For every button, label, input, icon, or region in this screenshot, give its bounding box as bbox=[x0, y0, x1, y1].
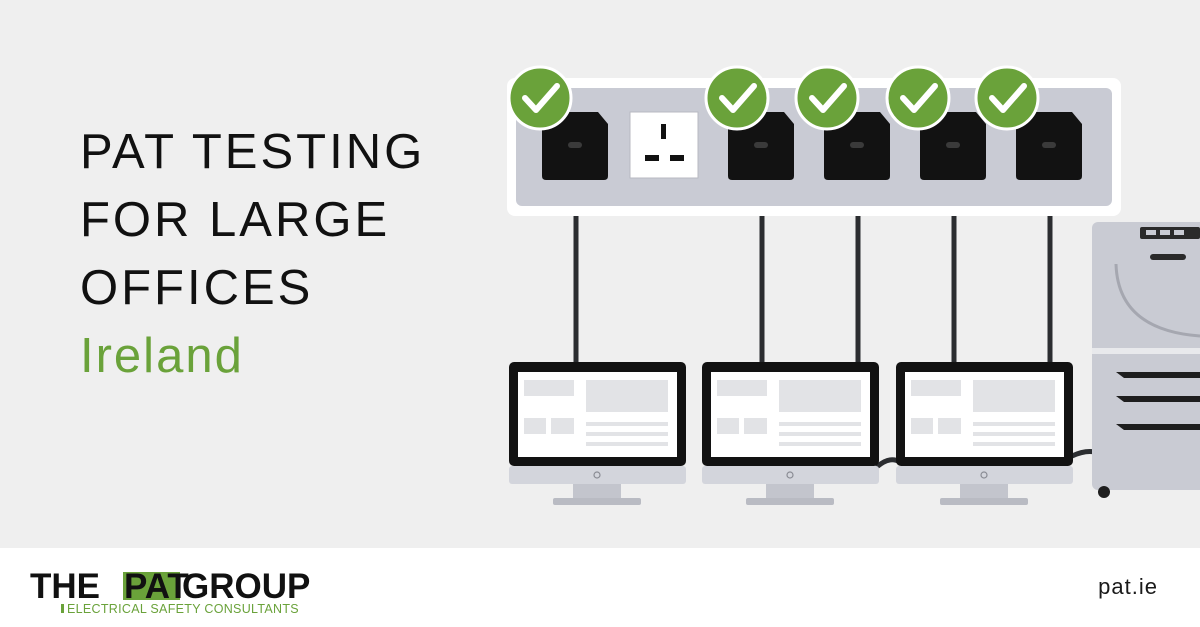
footer-bar: THE PAT GROUP ELECTRICAL SAFETY CONSULTA… bbox=[0, 548, 1200, 627]
the-pat-group-logo[interactable]: THE PAT GROUP ELECTRICAL SAFETY CONSULTA… bbox=[30, 566, 350, 614]
headline-location: Ireland bbox=[80, 329, 244, 383]
plug-icon bbox=[920, 112, 986, 180]
headline: PAT TESTING FOR LARGE OFFICES Ireland bbox=[80, 118, 425, 390]
plug-icon bbox=[824, 112, 890, 180]
headline-line-1: PAT TESTING bbox=[80, 125, 426, 179]
logo-the: THE bbox=[30, 567, 100, 606]
socket-icon bbox=[629, 111, 699, 179]
logo-pat: PAT bbox=[124, 567, 189, 606]
logo-group: GROUP bbox=[182, 567, 310, 606]
website-link[interactable]: pat.ie bbox=[1098, 574, 1158, 599]
monitor-icon bbox=[896, 362, 1073, 505]
headline-line-3: OFFICES bbox=[80, 261, 314, 315]
check-icon bbox=[794, 65, 860, 131]
monitor-icon bbox=[509, 362, 686, 505]
printer-icon bbox=[1092, 222, 1200, 498]
hero-banner: PAT TESTING FOR LARGE OFFICES Ireland bbox=[80, 65, 1200, 505]
check-icon bbox=[885, 65, 951, 131]
plug-icon bbox=[1016, 112, 1082, 180]
plug-icon bbox=[542, 112, 608, 180]
headline-line-2: FOR LARGE bbox=[80, 193, 391, 247]
check-icon bbox=[507, 65, 573, 131]
logo-pat-mark: PAT bbox=[123, 567, 189, 606]
logo-tagline: ELECTRICAL SAFETY CONSULTANTS bbox=[67, 602, 299, 614]
monitor-icon bbox=[702, 362, 879, 505]
check-icon bbox=[974, 65, 1040, 131]
check-icon bbox=[704, 65, 770, 131]
tagline-mark bbox=[61, 604, 64, 613]
power-cable bbox=[1069, 449, 1098, 459]
office-illustration bbox=[507, 65, 1200, 505]
